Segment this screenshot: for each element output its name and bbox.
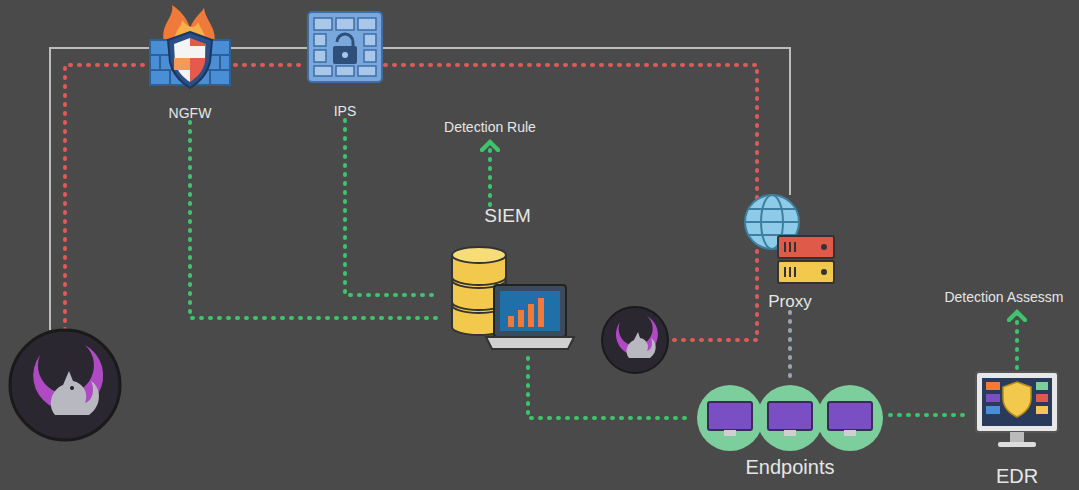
dotted-connector xyxy=(190,122,440,318)
firewall-node: NGFW xyxy=(145,5,235,122)
dotted-connector xyxy=(345,120,440,295)
node-label: Detection Assessm xyxy=(944,289,1063,306)
node-label: Endpoints xyxy=(746,455,835,479)
dotted-connector xyxy=(890,413,968,417)
detection-rule-label: Detection Rule xyxy=(425,116,555,138)
node-label: IPS xyxy=(334,103,357,120)
attacker-icon xyxy=(602,307,668,373)
dotted-connector xyxy=(235,63,305,67)
dotted-connector xyxy=(488,142,492,205)
ips-icon xyxy=(308,12,382,82)
detection-assessment-label: Detection Assessm xyxy=(935,286,1073,308)
firewall-icon xyxy=(150,5,230,88)
proxy-icon xyxy=(745,195,834,283)
proxy-node: Proxy xyxy=(740,192,840,312)
node-label: SIEM xyxy=(484,205,530,228)
network-wire xyxy=(50,48,790,330)
edr-node: EDR xyxy=(968,368,1066,488)
endpoint-icons xyxy=(697,385,883,451)
attacker-icon xyxy=(10,330,120,440)
dotted-connector xyxy=(788,312,792,383)
node-label: Detection Rule xyxy=(444,119,536,136)
node-label: Proxy xyxy=(768,292,811,312)
siem-node: SIEM xyxy=(440,205,575,358)
attack-path xyxy=(385,65,757,340)
siem-icon xyxy=(452,247,574,349)
node-label: NGFW xyxy=(169,105,212,122)
edr-icon xyxy=(976,372,1058,447)
dotted-connector xyxy=(528,358,690,418)
ips-node: IPS xyxy=(305,8,385,120)
node-label: EDR xyxy=(996,464,1038,488)
dotted-connector xyxy=(1015,312,1019,368)
attack-path xyxy=(65,65,145,330)
endpoints-node: Endpoints xyxy=(690,383,890,479)
